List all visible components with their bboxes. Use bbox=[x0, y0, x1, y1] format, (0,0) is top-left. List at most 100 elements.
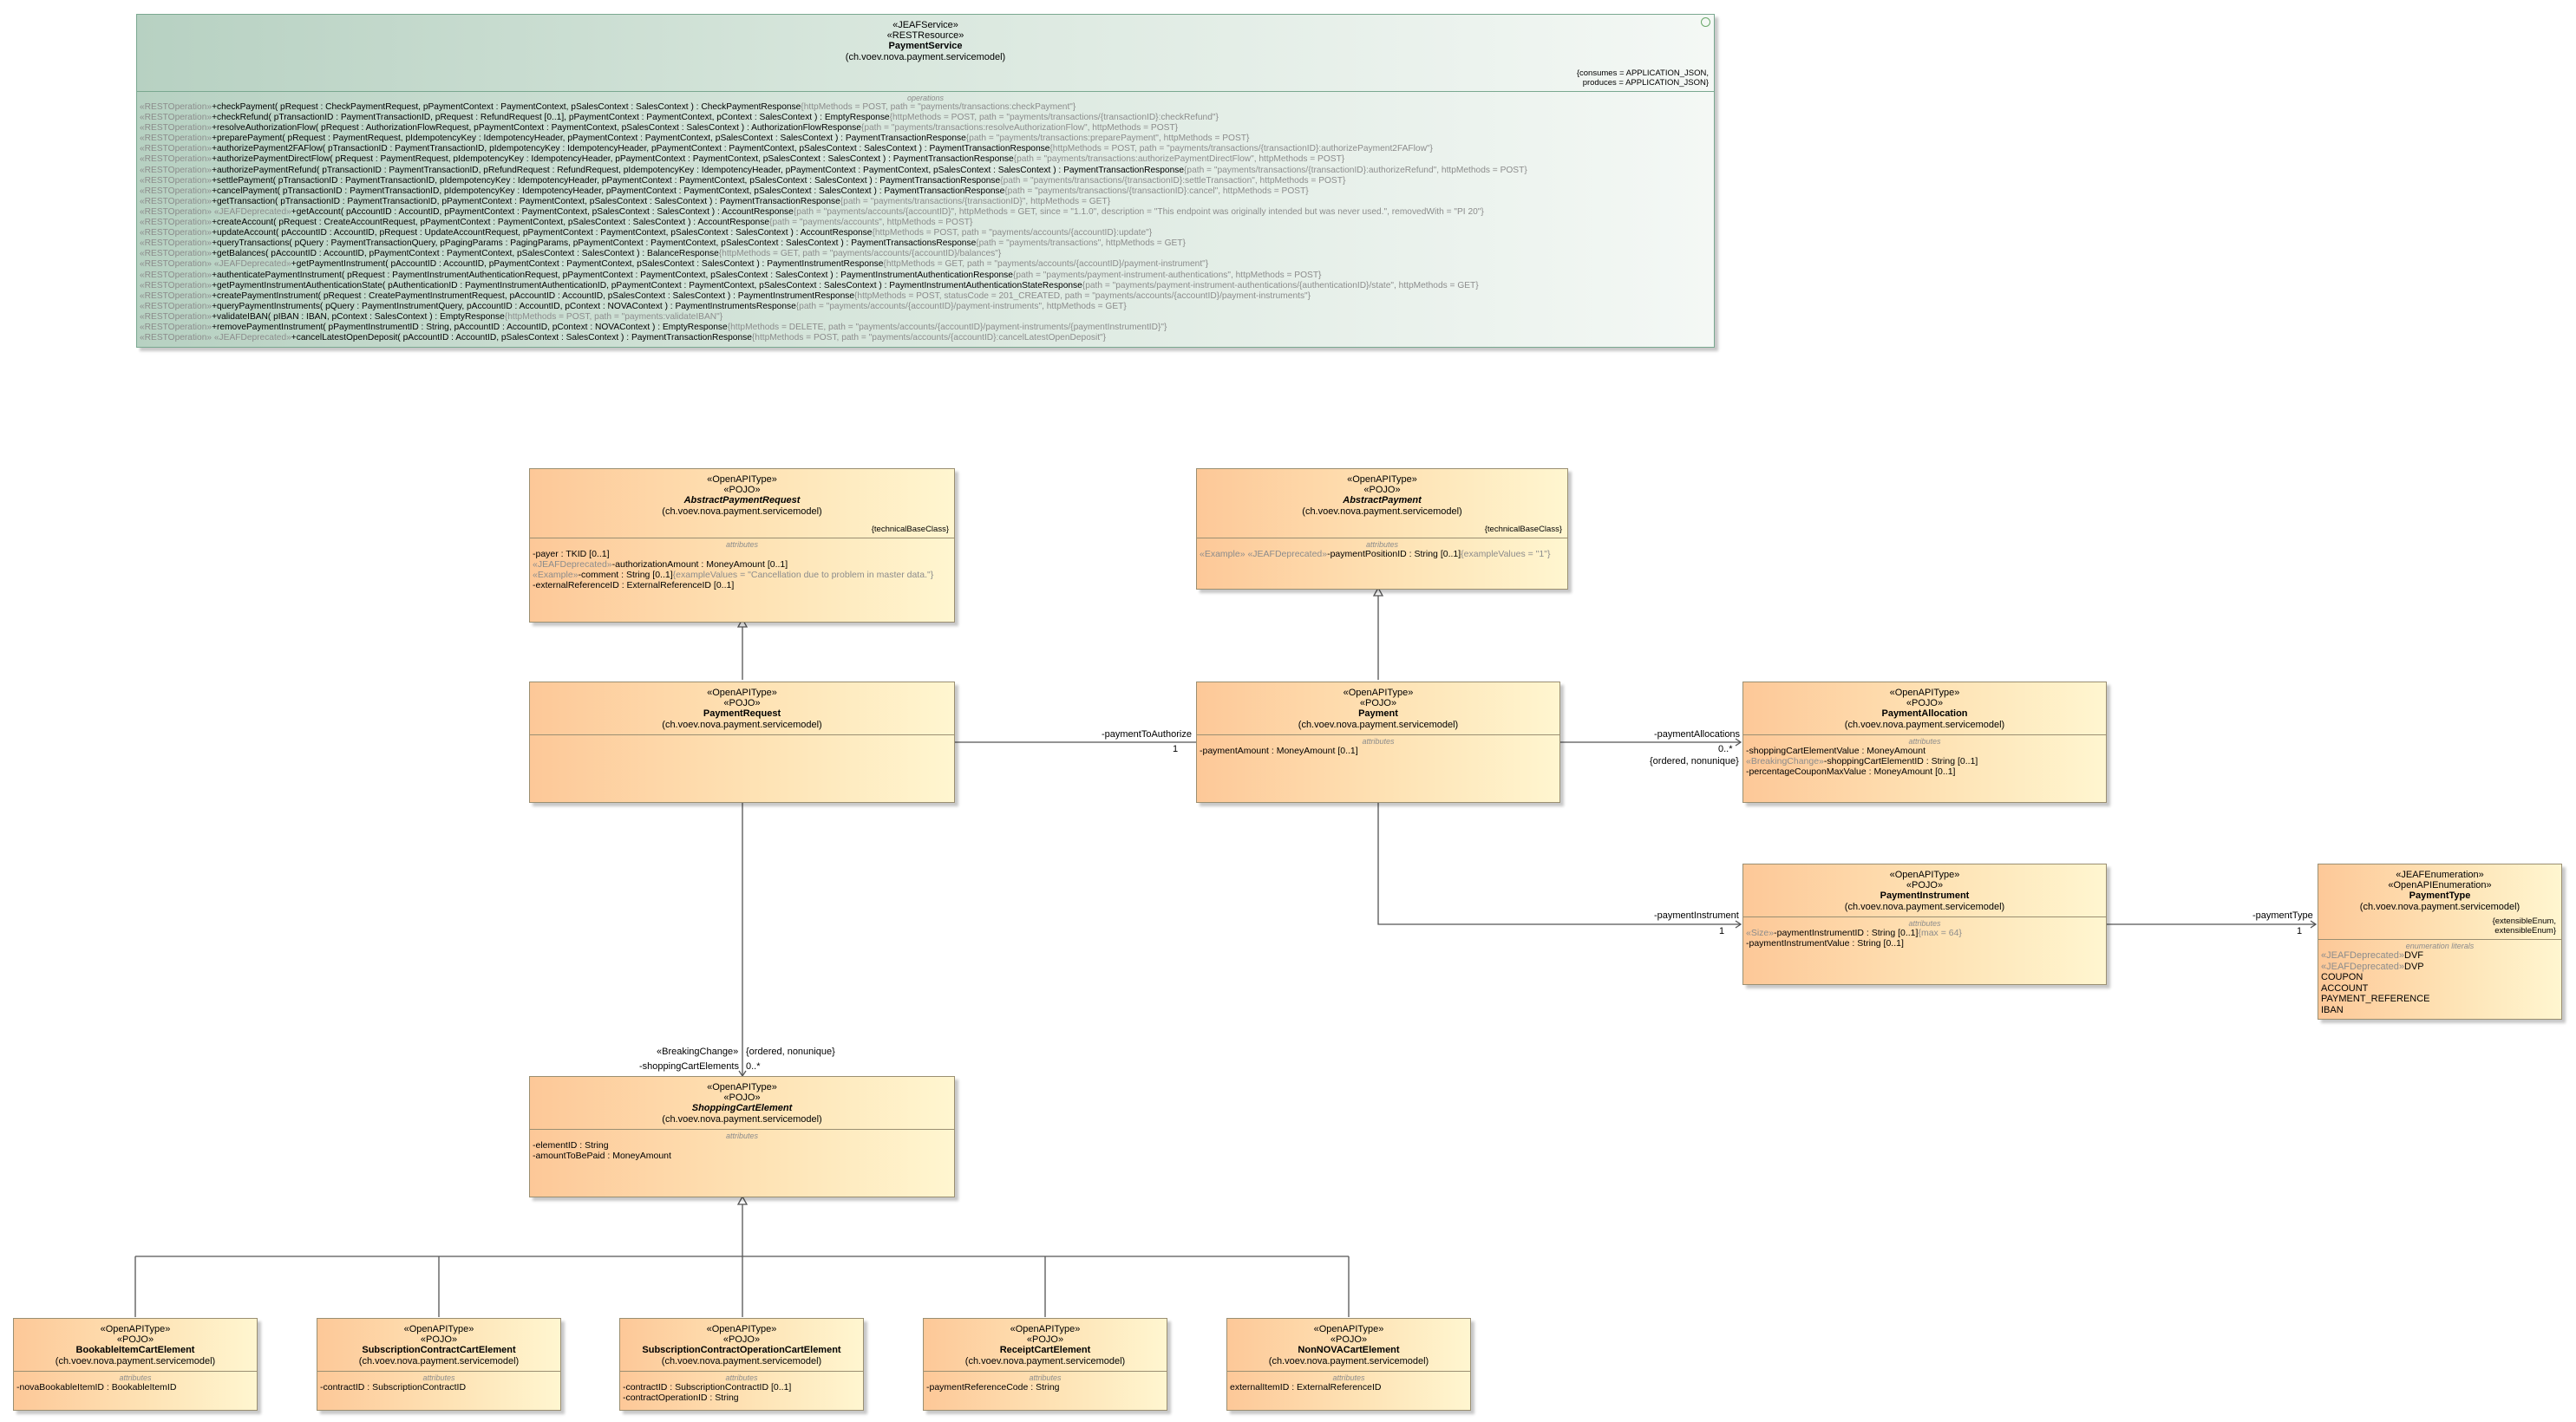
member-stereotype: «RESTOperation» bbox=[140, 238, 212, 249]
class-name: NonNOVACartElement bbox=[1298, 1345, 1400, 1355]
member-tagged-values: {path = "payments/transactions/{transact… bbox=[1184, 165, 1527, 175]
compartment-separator bbox=[620, 1371, 863, 1372]
member-tagged-values: {path = "payments/payment-instrument-aut… bbox=[1082, 280, 1479, 290]
class-name: PaymentService bbox=[888, 41, 963, 51]
class-header: «OpenAPIType»«POJO»BookableItemCartEleme… bbox=[14, 1319, 257, 1367]
compartment-title: attributes bbox=[725, 540, 759, 549]
member-tagged-values: {max = 64} bbox=[1918, 928, 1962, 938]
class-abstract-payment[interactable]: «OpenAPIType»«POJO»AbstractPayment(ch.vo… bbox=[1196, 468, 1568, 590]
member-stereotype: «RESTOperation» bbox=[140, 123, 212, 134]
member-row: «RESTOperation»+resolveAuthorizationFlow… bbox=[137, 123, 1714, 134]
member-signature: IBAN bbox=[2321, 1004, 2344, 1015]
member-signature: -paymentInstrumentValue : String [0..1] bbox=[1746, 938, 1904, 949]
tagged-values: {consumes = APPLICATION_JSON, bbox=[1576, 68, 1709, 78]
compartment-separator bbox=[1197, 734, 1559, 735]
class-name: PaymentRequest bbox=[703, 708, 781, 719]
class-receipt-cart-element[interactable]: «OpenAPIType»«POJO»ReceiptCartElement(ch… bbox=[923, 1318, 1167, 1411]
member-row: «Example»-comment : String [0..1]{exampl… bbox=[530, 570, 954, 580]
compartment-separator bbox=[2318, 939, 2561, 940]
member-row: «RESTOperation»+createPaymentInstrument(… bbox=[137, 291, 1714, 302]
stereotype: «POJO» bbox=[723, 1093, 761, 1103]
member-stereotype: «RESTOperation» bbox=[140, 280, 212, 290]
package-name: (ch.voev.nova.payment.servicemodel) bbox=[55, 1356, 216, 1367]
compartment-title: attributes bbox=[725, 1132, 759, 1140]
class-shopping-cart-element[interactable]: «OpenAPIType»«POJO»ShoppingCartElement(c… bbox=[529, 1076, 955, 1197]
member-row: «Example» «JEAFDeprecated»-paymentPositi… bbox=[1197, 549, 1567, 559]
member-signature: +createAccount( pRequest : CreateAccount… bbox=[212, 218, 770, 228]
package-name: (ch.voev.nova.payment.servicemodel) bbox=[1298, 720, 1459, 730]
member-stereotype: «Example» «JEAFDeprecated» bbox=[1200, 549, 1328, 559]
class-payment[interactable]: «OpenAPIType»«POJO»Payment(ch.voev.nova.… bbox=[1196, 682, 1560, 803]
member-signature: -paymentReferenceCode : String bbox=[926, 1382, 1060, 1393]
tagged-values: extensibleEnum} bbox=[2494, 926, 2556, 936]
association-arrowhead bbox=[2310, 920, 2318, 929]
class-header: «OpenAPIType»«POJO»PaymentInstrument(ch.… bbox=[1743, 864, 2106, 913]
operations-list: «RESTOperation»+checkPayment( pRequest :… bbox=[137, 102, 1714, 343]
stereotype: «OpenAPIType» bbox=[706, 1324, 777, 1334]
member-row: «RESTOperation» «JEAFDeprecated»+getAcco… bbox=[137, 207, 1714, 218]
member-stereotype: «RESTOperation» bbox=[140, 165, 212, 175]
stereotype: «OpenAPIType» bbox=[1343, 688, 1414, 698]
class-non-nova-cart-element[interactable]: «OpenAPIType»«POJO»NonNOVACartElement(ch… bbox=[1226, 1318, 1471, 1411]
class-payment-allocation[interactable]: «OpenAPIType»«POJO»PaymentAllocation(ch.… bbox=[1742, 682, 2107, 803]
compartment-title: attributes bbox=[1332, 1373, 1365, 1382]
member-stereotype: «RESTOperation» bbox=[140, 301, 212, 311]
class-payment-service[interactable]: «JEAFService» «RESTResource» PaymentServ… bbox=[136, 14, 1715, 348]
compartment-title: attributes bbox=[1365, 540, 1399, 549]
member-tagged-values: {path = "payments/payment-instrument-aut… bbox=[1012, 270, 1322, 280]
member-signature: +authorizePaymentRefund( pTransactionID … bbox=[212, 165, 1184, 175]
member-row: externalItemID : ExternalReferenceID bbox=[1227, 1382, 1470, 1393]
member-signature: +authorizePayment2FAFlow( pTransactionID… bbox=[212, 144, 1050, 154]
member-signature: ACCOUNT bbox=[2321, 982, 2369, 994]
member-row: «RESTOperation»+getPaymentInstrumentAuth… bbox=[137, 281, 1714, 291]
tagged-values: {technicalBaseClass} bbox=[871, 525, 949, 534]
member-stereotype: «RESTOperation» bbox=[140, 154, 212, 165]
member-signature: +queryPaymentInstruments( pQuery : Payme… bbox=[212, 301, 796, 311]
class-bookable-item-cart-element[interactable]: «OpenAPIType»«POJO»BookableItemCartEleme… bbox=[13, 1318, 258, 1411]
compartment-title: attributes bbox=[1908, 919, 1941, 928]
mult-payment-type: 1 bbox=[2297, 926, 2303, 936]
mult-payment-to-authorize: 1 bbox=[1173, 744, 1179, 754]
member-signature: -percentageCouponMaxValue : MoneyAmount … bbox=[1746, 766, 1956, 777]
class-header: «OpenAPIType»«POJO»ShoppingCartElement(c… bbox=[530, 1077, 954, 1125]
member-signature: PAYMENT_REFERENCE bbox=[2321, 994, 2430, 1004]
member-row: «RESTOperation»+checkRefund( pTransactio… bbox=[137, 113, 1714, 123]
compartment-separator bbox=[530, 734, 954, 735]
member-row: «RESTOperation»+authorizePaymentRefund( … bbox=[137, 166, 1714, 176]
compartment-separator bbox=[1227, 1371, 1470, 1372]
class-name: ReceiptCartElement bbox=[999, 1345, 1091, 1355]
package-name: (ch.voev.nova.payment.servicemodel) bbox=[1302, 506, 1462, 517]
member-stereotype: «RESTOperation» bbox=[140, 134, 212, 144]
member-row: -contractID : SubscriptionContractID bbox=[317, 1382, 560, 1393]
member-stereotype: «RESTOperation» bbox=[140, 249, 212, 259]
member-signature: +cancelLatestOpenDeposit( pAccountID : A… bbox=[291, 333, 752, 343]
member-signature: COUPON bbox=[2321, 972, 2364, 982]
member-stereotype: «RESTOperation» bbox=[140, 113, 212, 123]
member-stereotype: «RESTOperation» bbox=[140, 102, 212, 112]
member-stereotype: «RESTOperation» «JEAFDeprecated» bbox=[140, 333, 291, 343]
class-subscription-contract-cart-element[interactable]: «OpenAPIType»«POJO»SubscriptionContractC… bbox=[317, 1318, 561, 1411]
member-signature: +getPaymentInstrumentAuthenticationState… bbox=[212, 280, 1082, 290]
class-name: PaymentInstrument bbox=[1880, 890, 1970, 901]
package-name: (ch.voev.nova.payment.servicemodel) bbox=[964, 1356, 1126, 1367]
member-row: -contractID : SubscriptionContractID [0.… bbox=[620, 1382, 863, 1393]
enum-literal: IBAN bbox=[2318, 1005, 2561, 1016]
stereotype: «POJO» bbox=[1026, 1334, 1064, 1345]
compartment-separator bbox=[14, 1371, 257, 1372]
class-payment-instrument[interactable]: «OpenAPIType»«POJO»PaymentInstrument(ch.… bbox=[1742, 864, 2107, 985]
member-signature: +cancelPayment( pTransactionID : Payment… bbox=[212, 186, 1005, 196]
member-tagged-values: {path = "payments/accounts/{accountID}",… bbox=[793, 206, 1484, 217]
member-row: «BreakingChange»-shoppingCartElementID :… bbox=[1743, 756, 2106, 766]
member-signature: +validateIBAN( pIBAN : IBAN, pContext : … bbox=[212, 311, 505, 322]
compartment-title: attributes bbox=[119, 1373, 152, 1382]
member-signature: -paymentInstrumentID : String [0..1] bbox=[1774, 928, 1919, 938]
member-row: «RESTOperation»+updateAccount( pAccountI… bbox=[137, 228, 1714, 238]
enum-payment-type[interactable]: «JEAFEnumeration»«OpenAPIEnumeration»Pay… bbox=[2318, 864, 2562, 1020]
generalization-arrowhead bbox=[736, 617, 749, 628]
class-subscription-contract-operation-cart-element[interactable]: «OpenAPIType»«POJO»SubscriptionContractO… bbox=[619, 1318, 864, 1411]
class-payment-request[interactable]: «OpenAPIType»«POJO»PaymentRequest(ch.voe… bbox=[529, 682, 955, 803]
member-signature: -shoppingCartElementID : String [0..1] bbox=[1823, 756, 1978, 766]
member-row: «RESTOperation»+removePaymentInstrument(… bbox=[137, 323, 1714, 333]
class-abstract-payment-request[interactable]: «OpenAPIType»«POJO»AbstractPaymentReques… bbox=[529, 468, 955, 623]
